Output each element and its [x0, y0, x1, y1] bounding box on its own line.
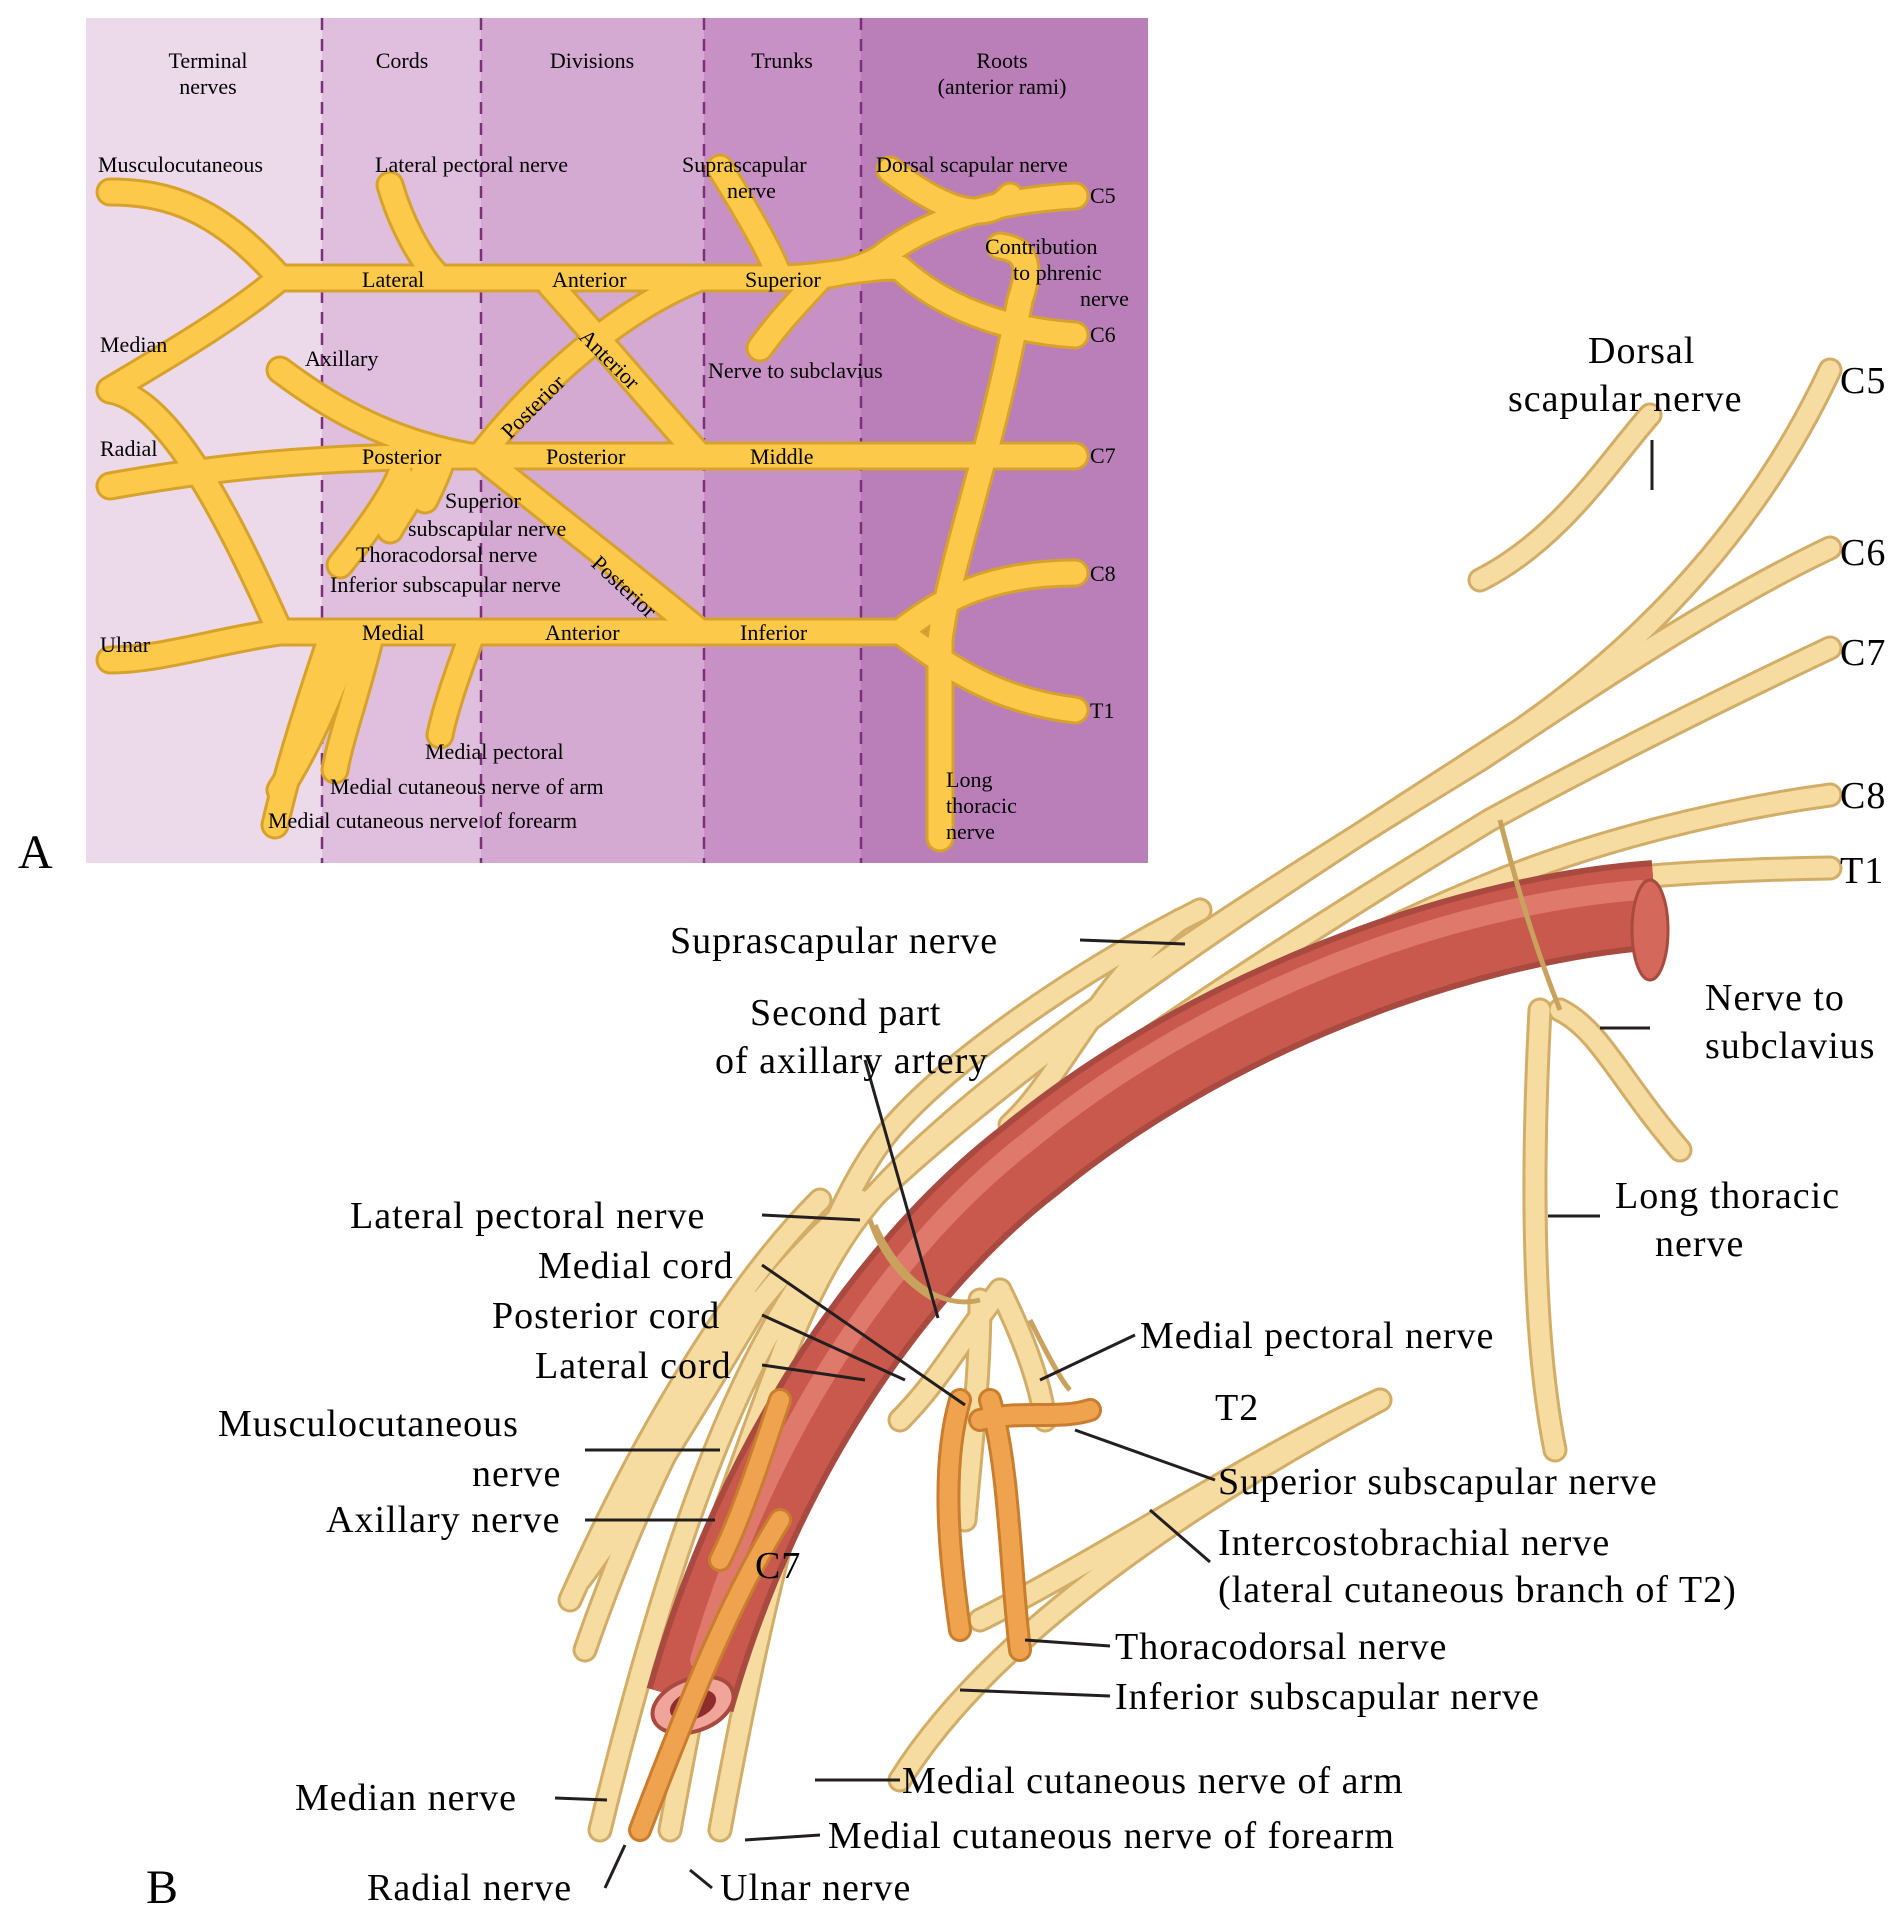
root-label: C8	[1840, 775, 1886, 817]
division-anterior-label: Anterior	[552, 267, 627, 292]
inferior-subscapular-label: Inferior subscapular nerve	[330, 572, 561, 597]
column-roots-bg	[861, 18, 1148, 863]
dorsal-scapular-label: Dorsal scapular nerve	[876, 152, 1068, 177]
dorsal-scapular-label: Dorsal	[1588, 330, 1695, 372]
lateral-pectoral-label: Lateral pectoral nerve	[350, 1195, 705, 1237]
terminal-ulnar-label: Ulnar	[100, 632, 151, 657]
root-label: T1	[1840, 850, 1884, 892]
medial-cord-label: Medial cord	[538, 1245, 734, 1287]
medial-pectoral-label: Medial pectoral nerve	[1140, 1315, 1494, 1357]
cord-medial-label: Medial	[362, 620, 424, 645]
cord-lateral-label: Lateral	[362, 267, 424, 292]
second-part-axillary-label: Second part	[750, 992, 941, 1034]
long-thoracic-label-2: thoracic	[946, 793, 1017, 818]
medial-pectoral-label: Medial pectoral	[425, 739, 564, 764]
suprascapular-label: Suprascapular nerve	[670, 920, 998, 962]
thoracodorsal-label: Thoracodorsal nerve	[356, 542, 537, 567]
column-header-divisions: Divisions	[550, 48, 634, 73]
leader-line	[555, 1798, 607, 1800]
second-part-axillary-label-2: of axillary artery	[715, 1040, 988, 1082]
superior-subscapular-label: Superior subscapular nerve	[1218, 1461, 1658, 1503]
terminal-radial-label: Radial	[100, 436, 157, 461]
suprascapular-label-2: nerve	[727, 178, 776, 203]
trunk-middle-label: Middle	[750, 444, 814, 469]
leader-line	[1075, 1430, 1215, 1480]
radial-nerve-label: Radial nerve	[367, 1867, 572, 1908]
musculocutaneous-label: Musculocutaneous	[218, 1403, 519, 1445]
long-thoracic-label: Long	[946, 767, 992, 792]
subclavius-label: Nerve to subclavius	[708, 358, 883, 383]
leader-line	[690, 1870, 712, 1888]
medial-cutaneous-forearm-label: Medial cutaneous nerve of forearm	[828, 1815, 1395, 1857]
superior-subscapular-label-2: subscapular nerve	[408, 516, 566, 541]
medial-cutaneous-arm-label: Medial cutaneous nerve of arm	[902, 1760, 1404, 1802]
lateral-cord-label: Lateral cord	[535, 1345, 732, 1387]
long-thoracic-label-3: nerve	[946, 819, 995, 844]
root-label: C5	[1090, 183, 1116, 208]
leader-line	[745, 1835, 820, 1840]
terminal-median-label: Median	[100, 332, 167, 357]
division-anterior-label: Anterior	[545, 620, 620, 645]
inferior-subscapular-label: Inferior subscapular nerve	[1115, 1676, 1540, 1718]
t2-label: T2	[1215, 1387, 1259, 1429]
column-header-cords: Cords	[376, 48, 429, 73]
leader-line	[1040, 1335, 1135, 1380]
root-label: C8	[1090, 561, 1116, 586]
lateral-pectoral-label: Lateral pectoral nerve	[375, 152, 568, 177]
root-label: C7	[1090, 443, 1116, 468]
superior-subscapular-label: Superior	[445, 488, 521, 513]
phrenic-label: Contribution	[985, 234, 1097, 259]
terminal-axillary-label: Axillary	[305, 346, 378, 371]
column-header-trunks: Trunks	[751, 48, 813, 73]
medial-cutaneous-arm-label: Medial cutaneous nerve of arm	[330, 774, 604, 799]
diagram-a: Terminal nerves Cords Divisions Trunks R…	[18, 18, 1148, 879]
leader-line	[1025, 1640, 1110, 1646]
thoracodorsal-label: Thoracodorsal nerve	[1115, 1626, 1447, 1668]
long-thoracic-label: Long thoracic	[1615, 1175, 1840, 1217]
posterior-cord-label: Posterior cord	[492, 1295, 720, 1337]
column-header-terminal-2: nerves	[179, 74, 236, 99]
subclavius-label: Nerve to	[1705, 977, 1845, 1019]
subclavius-label-2: subclavius	[1705, 1025, 1875, 1067]
musculocutaneous-label-2: nerve	[472, 1453, 561, 1495]
column-header-roots-2: (anterior rami)	[938, 74, 1067, 99]
ulnar-nerve-label: Ulnar nerve	[720, 1867, 911, 1908]
dorsal-scapular-label-2: scapular nerve	[1508, 378, 1743, 420]
root-label: C5	[1840, 360, 1886, 402]
c7-label: C7	[755, 1545, 801, 1587]
root-label: T1	[1090, 698, 1114, 723]
suprascapular-label: Suprascapular	[682, 152, 807, 177]
medial-cutaneous-forearm-label: Medial cutaneous nerve of forearm	[268, 808, 577, 833]
root-label: C6	[1090, 322, 1116, 347]
panel-label-b: B	[146, 1861, 178, 1908]
phrenic-label-2: to phrenic	[1013, 260, 1102, 285]
root-labels-b: C5 C6 C7 C8 T1	[1840, 360, 1886, 892]
leader-line	[605, 1845, 625, 1888]
column-trunks-bg	[704, 18, 861, 863]
column-header-roots: Roots	[976, 48, 1027, 73]
cord-posterior-label: Posterior	[362, 444, 442, 469]
intercostobrachial-label-2: (lateral cutaneous branch of T2)	[1218, 1569, 1737, 1611]
median-nerve-label: Median nerve	[295, 1777, 517, 1819]
terminal-musculocutaneous-label: Musculocutaneous	[98, 152, 263, 177]
panel-label-a: A	[18, 826, 53, 879]
trunk-superior-label: Superior	[745, 267, 821, 292]
intercostobrachial-label: Intercostobrachial nerve	[1218, 1522, 1610, 1564]
long-thoracic-label-2: nerve	[1655, 1223, 1744, 1265]
root-label: C6	[1840, 532, 1886, 574]
axillary-label: Axillary nerve	[326, 1499, 561, 1541]
phrenic-label-3: nerve	[1080, 286, 1129, 311]
division-posterior-label: Posterior	[546, 444, 626, 469]
root-label: C7	[1840, 632, 1886, 674]
trunk-inferior-label: Inferior	[740, 620, 808, 645]
column-header-terminal: Terminal	[168, 48, 247, 73]
